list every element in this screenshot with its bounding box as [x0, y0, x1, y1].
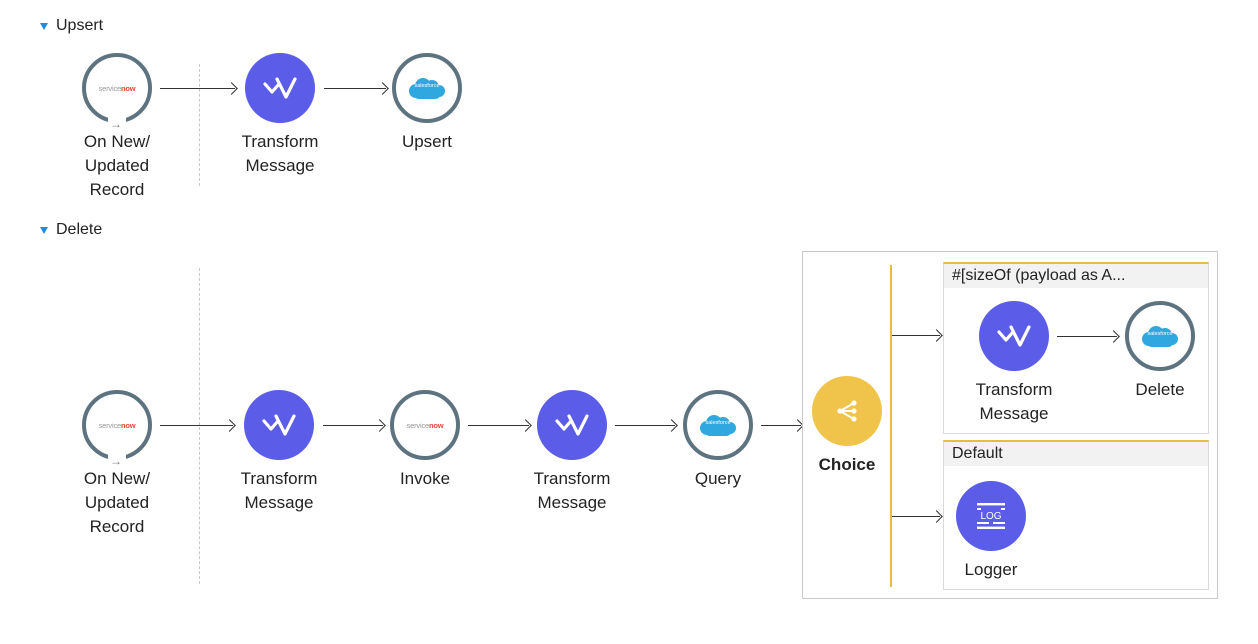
node-label: Transform Message [240, 469, 318, 512]
logger-icon: LOG [956, 481, 1026, 551]
node-label: Delete [1135, 380, 1185, 399]
salesforce-icon: salesforce [1125, 301, 1195, 371]
servicenow-icon: servicenow [390, 390, 460, 460]
connector-arrow [892, 516, 940, 517]
upsert-salesforce-node[interactable]: salesforce Upsert [357, 53, 497, 154]
flow-header-upsert[interactable]: Upsert [40, 17, 103, 35]
connector-arrow [160, 88, 235, 89]
servicenow-icon: servicenow → [82, 53, 152, 131]
source-divider [199, 64, 200, 186]
dataweave-icon [979, 301, 1049, 371]
collapse-triangle-icon[interactable] [40, 226, 48, 234]
query-node[interactable]: salesforce Query [648, 390, 788, 491]
flow-title-upsert: Upsert [56, 17, 104, 34]
upsert-source-node[interactable]: servicenow → On New/ Updated Record [47, 53, 187, 202]
delete-transform-node-1[interactable]: Transform Message [209, 390, 349, 515]
node-label: On New/ Updated Record [83, 132, 151, 199]
flow-title-delete: Delete [56, 221, 103, 238]
dataweave-icon [245, 53, 315, 123]
flow-header-delete[interactable]: Delete [40, 221, 102, 239]
connector-arrow [468, 425, 529, 426]
node-label: Choice [818, 455, 876, 474]
connector-arrow [1057, 336, 1117, 337]
node-label: Query [694, 469, 742, 488]
salesforce-icon: salesforce [683, 390, 753, 460]
choice-router-icon [812, 376, 882, 446]
connector-arrow [323, 425, 383, 426]
connector-arrow [615, 425, 675, 426]
logger-node[interactable]: LOG Logger [921, 481, 1061, 582]
connector-arrow [761, 425, 801, 426]
delete-transform-node-2[interactable]: Transform Message [502, 390, 642, 515]
node-label: Upsert [401, 132, 453, 151]
source-divider [199, 268, 200, 584]
dataweave-icon [537, 390, 607, 460]
node-label: Transform Message [241, 132, 319, 175]
collapse-triangle-icon[interactable] [40, 22, 48, 30]
connector-arrow [160, 425, 233, 426]
invoke-node[interactable]: servicenow Invoke [355, 390, 495, 491]
node-label: Transform Message [533, 469, 611, 512]
node-label: Logger [964, 560, 1018, 579]
svg-text:LOG: LOG [980, 511, 1001, 522]
salesforce-icon: salesforce [392, 53, 462, 123]
choice-node[interactable]: Choice [777, 376, 917, 477]
connector-arrow [324, 88, 386, 89]
servicenow-icon: servicenow → [82, 390, 152, 468]
route-delete-node[interactable]: salesforce Delete [1090, 301, 1230, 402]
dataweave-icon [244, 390, 314, 460]
node-label: Invoke [399, 469, 451, 488]
delete-source-node[interactable]: servicenow → On New/ Updated Record [47, 390, 187, 539]
node-label: Transform Message [975, 380, 1053, 423]
route-title: Default [944, 442, 1208, 466]
route-transform-node[interactable]: Transform Message [944, 301, 1084, 426]
route-expression: #[sizeOf (payload as A... [944, 264, 1208, 288]
choice-branch-line [890, 265, 892, 587]
connector-arrow [892, 335, 940, 336]
upsert-transform-node[interactable]: Transform Message [210, 53, 350, 178]
node-label: On New/ Updated Record [83, 469, 151, 536]
